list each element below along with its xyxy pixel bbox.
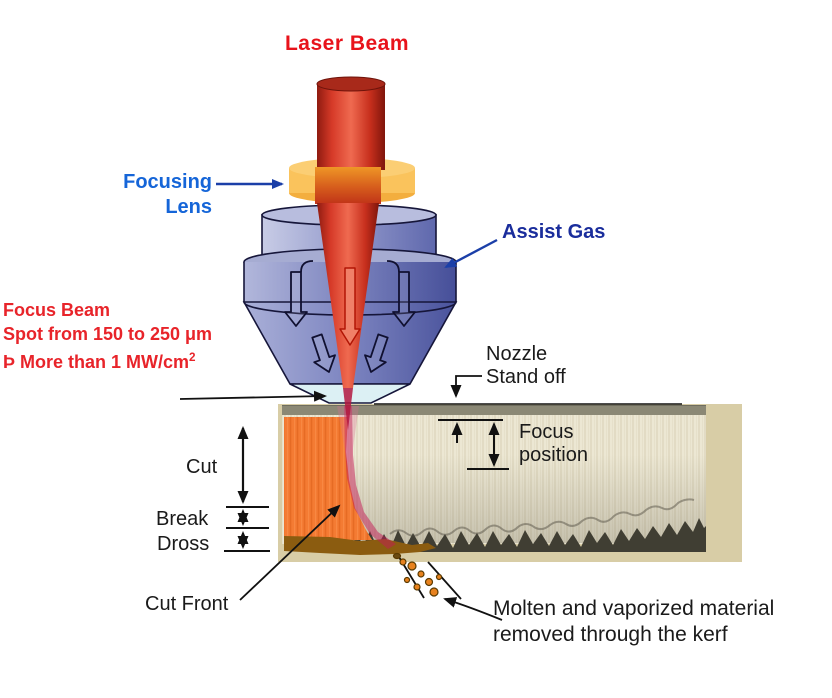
- laser-beam-title: Laser Beam: [284, 32, 410, 55]
- material-top-surface: [282, 406, 706, 415]
- beam-direction-arrow: [339, 267, 361, 346]
- material-cross-section: [278, 404, 742, 562]
- focus-position-line1: Focus: [519, 421, 574, 443]
- cut-label: Cut: [186, 456, 218, 478]
- laser-beam-column: [315, 76, 386, 204]
- focus-position-line2: position: [519, 444, 588, 466]
- focus-beam-note-line2: Spot from 150 to 250 μm: [3, 324, 213, 344]
- cut-front-region: [284, 417, 372, 540]
- focus-beam-note-line3: Þ More than 1 MW/cm2: [3, 351, 196, 372]
- cut-front-pointer-line: [239, 504, 341, 601]
- molten-material-line2: removed through the kerf: [493, 623, 728, 646]
- molten-pointer-line: [443, 597, 503, 621]
- assist-gas-label: Assist Gas: [502, 221, 606, 243]
- beam-through-lens: [315, 167, 381, 204]
- dross-jagged-edge: [352, 518, 706, 552]
- label-arrows: [216, 179, 498, 269]
- cut-front-label: Cut Front: [145, 593, 229, 615]
- nozzle-standoff-line1: Nozzle: [486, 343, 548, 365]
- beam-in-kerf: [344, 406, 396, 549]
- nozzle-tip-pointer-line: [179, 390, 327, 402]
- focusing-lens-label-line1: Focusing: [123, 171, 212, 193]
- focusing-lens-label-line2: Lens: [165, 196, 212, 218]
- assist-gas-arrow: [444, 238, 498, 269]
- focus-beam-note-line1: Focus Beam: [3, 300, 111, 320]
- measurements: [179, 375, 682, 621]
- nozzle-standoff-line2: Stand off: [486, 366, 566, 388]
- assist-gas-flow-arrows: [284, 260, 416, 373]
- break-label: Break: [156, 508, 209, 530]
- focus-beam-note: Focus Beam Spot from 150 to 250 μm Þ Mor…: [3, 298, 212, 374]
- nozzle-standoff-label: Nozzle Stand off: [486, 343, 566, 389]
- dross-region: [284, 536, 436, 555]
- molten-material-label: Molten and vaporized material removed th…: [493, 596, 774, 648]
- standoff-bracket: [450, 375, 482, 398]
- dross-label: Dross: [157, 533, 210, 555]
- molten-material-line1: Molten and vaporized material: [493, 597, 775, 620]
- beam-halo: [337, 406, 359, 462]
- focus-position-label: Focus position: [519, 421, 588, 467]
- focusing-lens-label: Focusing Lens: [100, 170, 212, 220]
- ejected-particles: [392, 552, 443, 597]
